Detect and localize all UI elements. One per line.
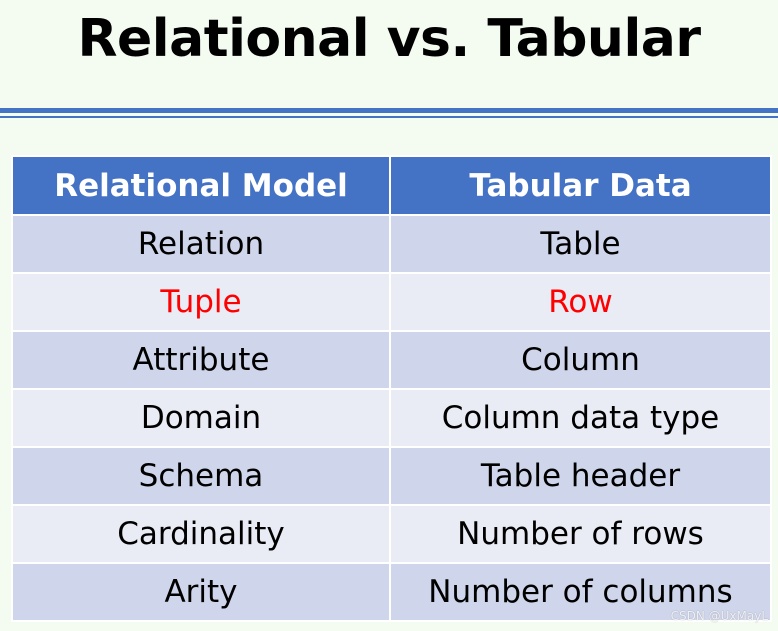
header-relational-model: Relational Model — [11, 155, 391, 216]
relational-term: Cardinality — [11, 504, 391, 564]
relational-term: Relation — [11, 214, 391, 274]
relational-term: Arity — [11, 562, 391, 622]
tabular-term: Table header — [389, 446, 772, 506]
relational-tabular-table: Relational Model Tabular Data Relation T… — [11, 155, 772, 622]
table-header-row: Relational Model Tabular Data — [11, 155, 772, 216]
tabular-term: Number of rows — [389, 504, 772, 564]
title-divider-thick — [0, 108, 778, 113]
relational-term: Schema — [11, 446, 391, 506]
title-divider-thin — [0, 116, 778, 118]
table-row: Attribute Column — [11, 330, 772, 390]
table-row: Tuple Row — [11, 272, 772, 332]
tabular-term: Column — [389, 330, 772, 390]
header-tabular-data: Tabular Data — [389, 155, 772, 216]
relational-term: Tuple — [11, 272, 391, 332]
table-row: Arity Number of columns — [11, 562, 772, 622]
tabular-term: Row — [389, 272, 772, 332]
table-row: Domain Column data type — [11, 388, 772, 448]
tabular-term: Column data type — [389, 388, 772, 448]
watermark: CSDN @UxMayL — [670, 609, 768, 623]
table-row: Cardinality Number of rows — [11, 504, 772, 564]
tabular-term: Table — [389, 214, 772, 274]
slide-title: Relational vs. Tabular — [77, 9, 701, 69]
table-row: Schema Table header — [11, 446, 772, 506]
relational-term: Attribute — [11, 330, 391, 390]
table-row: Relation Table — [11, 214, 772, 274]
relational-term: Domain — [11, 388, 391, 448]
tabular-term: Number of columns — [389, 562, 772, 622]
